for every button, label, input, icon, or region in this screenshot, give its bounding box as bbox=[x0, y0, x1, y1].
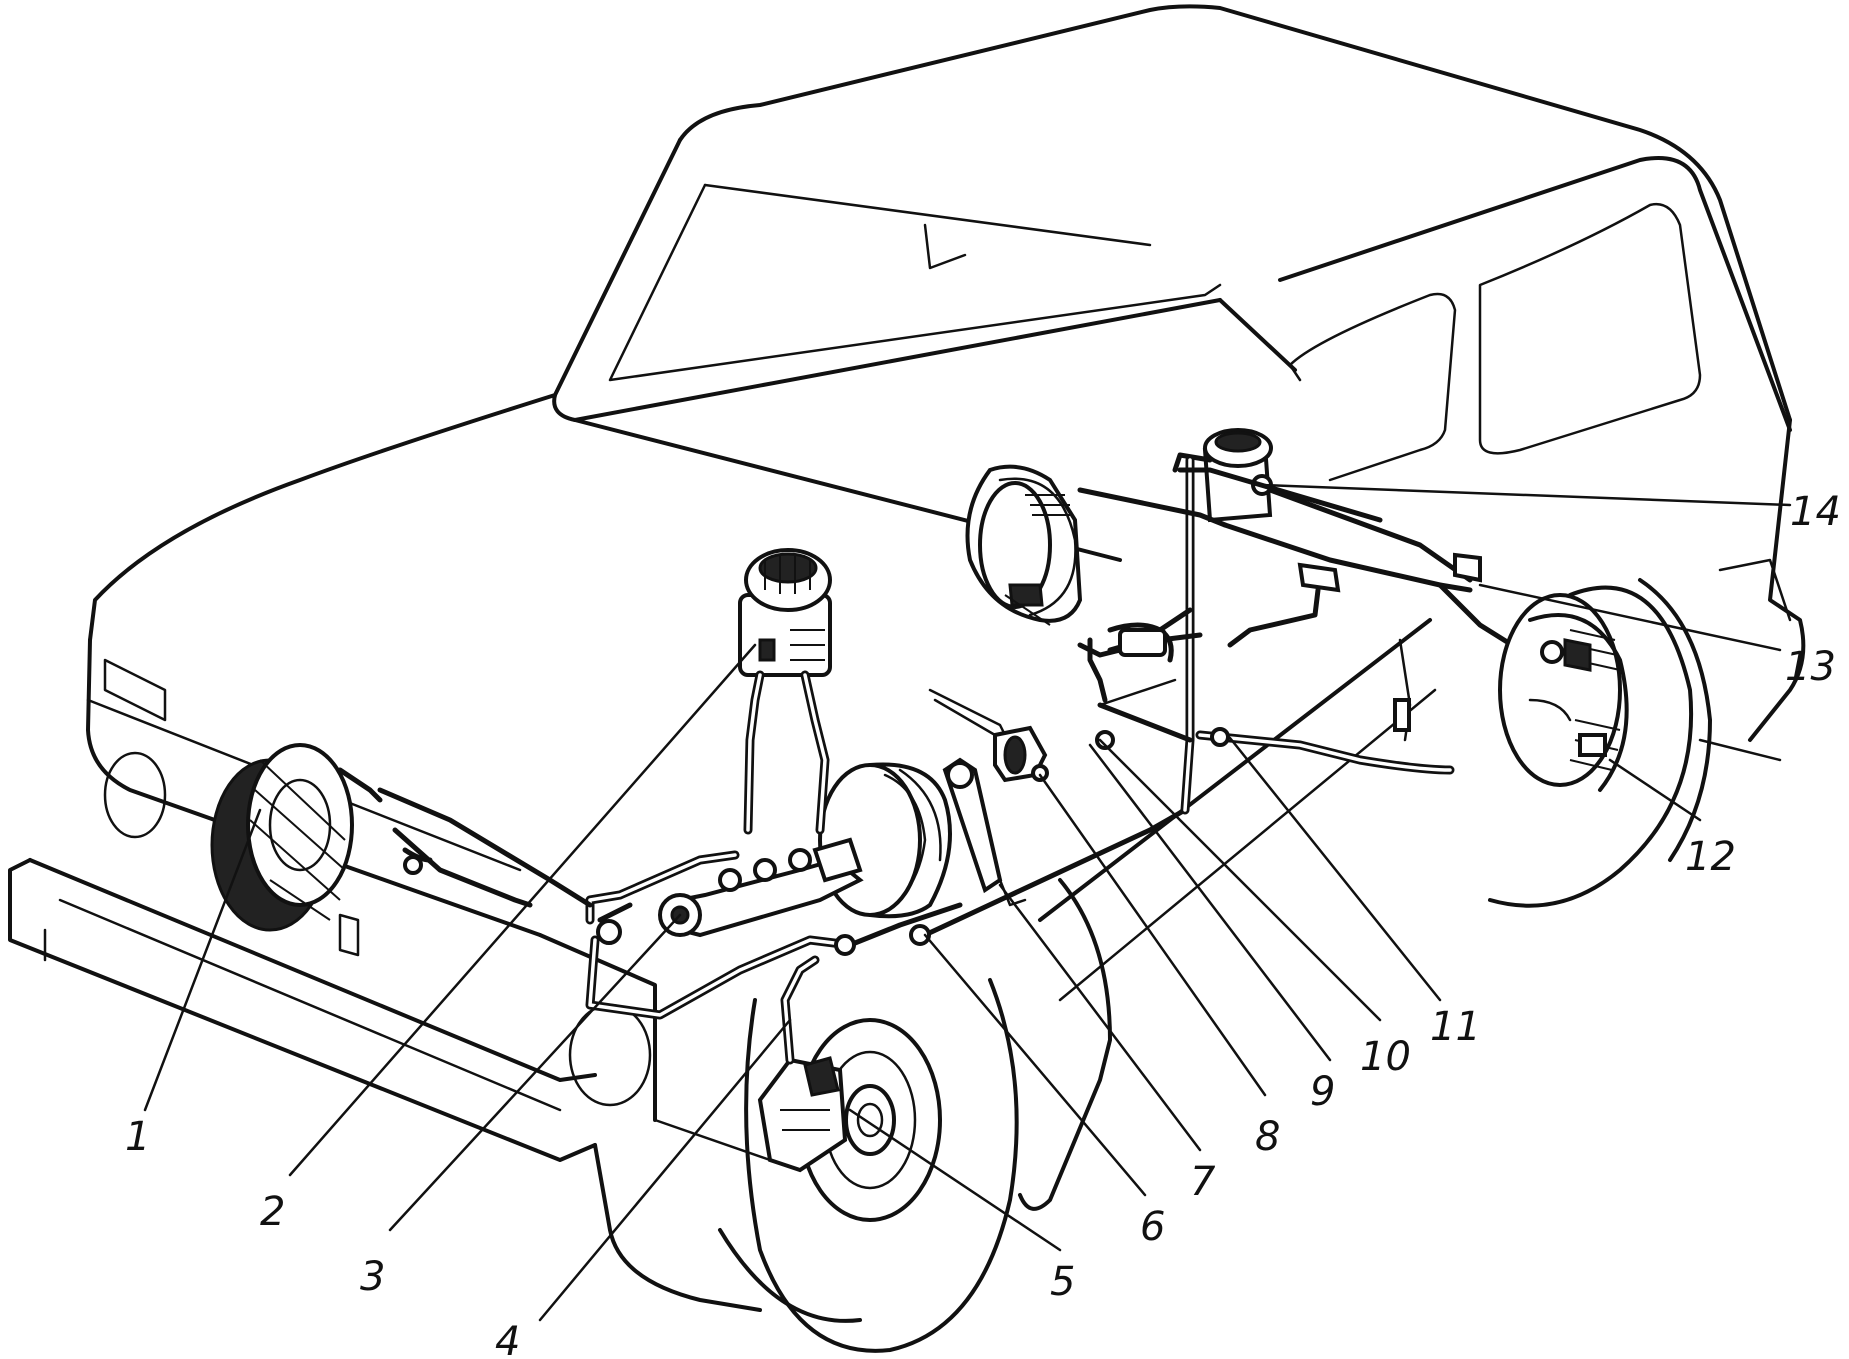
leader-9 bbox=[1088, 743, 1332, 1062]
leader-1 bbox=[143, 808, 262, 1112]
leader-4 bbox=[538, 1018, 792, 1322]
callout-6: 6 bbox=[1140, 1204, 1165, 1250]
parking-brake-cables bbox=[1077, 622, 1455, 775]
leader-7 bbox=[998, 883, 1202, 1152]
brake-lines-front bbox=[377, 787, 1188, 1020]
pressure-regulator bbox=[1172, 428, 1273, 523]
leader-5 bbox=[848, 1108, 1062, 1252]
callout-5: 5 bbox=[1050, 1259, 1075, 1305]
brake-pedal-linkage bbox=[942, 757, 1027, 907]
callout-7: 7 bbox=[1190, 1159, 1216, 1205]
leader-11 bbox=[1228, 736, 1442, 1002]
callout-3: 3 bbox=[360, 1254, 385, 1300]
callout-14: 14 bbox=[1790, 489, 1841, 535]
callout-2: 2 bbox=[260, 1189, 285, 1235]
callout-12: 12 bbox=[1685, 834, 1736, 880]
leader-10 bbox=[1098, 738, 1382, 1022]
rear-left-drum-brake bbox=[965, 464, 1083, 626]
leader-12 bbox=[1608, 758, 1702, 822]
callout-leaders bbox=[143, 483, 1792, 1322]
callout-10: 10 bbox=[1360, 1034, 1411, 1080]
vacuum-brake-booster bbox=[818, 762, 952, 919]
callout-1: 1 bbox=[125, 1114, 150, 1160]
leader-14 bbox=[1260, 483, 1792, 507]
front-right-brake-disc bbox=[210, 743, 383, 932]
rear-right-drum-brake bbox=[1498, 593, 1629, 792]
leader-3 bbox=[388, 913, 682, 1232]
callout-labels: 1 2 3 4 5 6 7 8 9 10 11 12 13 14 bbox=[125, 489, 1841, 1359]
master-cylinder bbox=[658, 548, 864, 938]
leader-6 bbox=[923, 933, 1147, 1197]
callout-4: 4 bbox=[495, 1319, 520, 1359]
callout-11: 11 bbox=[1430, 1004, 1481, 1050]
leader-2 bbox=[288, 643, 757, 1177]
leader-8 bbox=[1038, 773, 1267, 1097]
parking-brake-lever bbox=[928, 688, 1049, 783]
callout-8: 8 bbox=[1255, 1114, 1280, 1160]
front-left-wheel bbox=[718, 955, 1019, 1353]
callout-13: 13 bbox=[1785, 644, 1836, 690]
leader-13 bbox=[1478, 583, 1782, 652]
callout-9: 9 bbox=[1310, 1069, 1335, 1115]
